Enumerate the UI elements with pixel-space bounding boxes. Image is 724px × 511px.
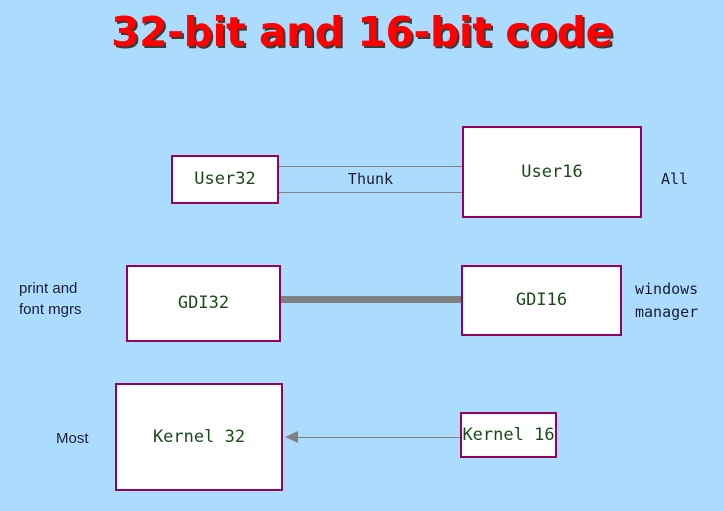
thunk-connector-line-top xyxy=(278,166,463,167)
gdi-connector-bar xyxy=(278,296,464,303)
box-gdi32-label: GDI32 xyxy=(177,293,230,313)
box-user32[interactable]: User32 xyxy=(171,155,279,204)
box-user16[interactable]: User16 xyxy=(462,126,642,218)
box-kernel32-label: Kernel 32 xyxy=(152,426,246,447)
kernel-arrow-line xyxy=(297,437,461,438)
annotation-print-and-font-mgrs: print and font mgrs xyxy=(19,280,82,318)
box-gdi16-label: GDI16 xyxy=(515,290,568,310)
box-kernel16-label: Kernel 16 xyxy=(462,424,555,445)
annotation-most: Most xyxy=(56,430,89,447)
box-kernel16[interactable]: Kernel 16 xyxy=(460,412,557,458)
box-user16-label: User16 xyxy=(521,161,583,182)
annotation-all: All xyxy=(661,170,689,188)
box-gdi16[interactable]: GDI16 xyxy=(461,265,622,336)
annotation-windows-manager: windows manager xyxy=(635,280,699,321)
thunk-connector-line-bottom xyxy=(278,192,463,193)
thunk-connector-label: Thunk xyxy=(347,170,394,188)
box-gdi32[interactable]: GDI32 xyxy=(126,265,281,342)
box-user32-label: User32 xyxy=(194,169,256,189)
page-title: 32-bit and 16-bit code xyxy=(111,8,613,56)
box-kernel32[interactable]: Kernel 32 xyxy=(115,383,283,491)
kernel-arrow-head-icon xyxy=(285,431,298,443)
